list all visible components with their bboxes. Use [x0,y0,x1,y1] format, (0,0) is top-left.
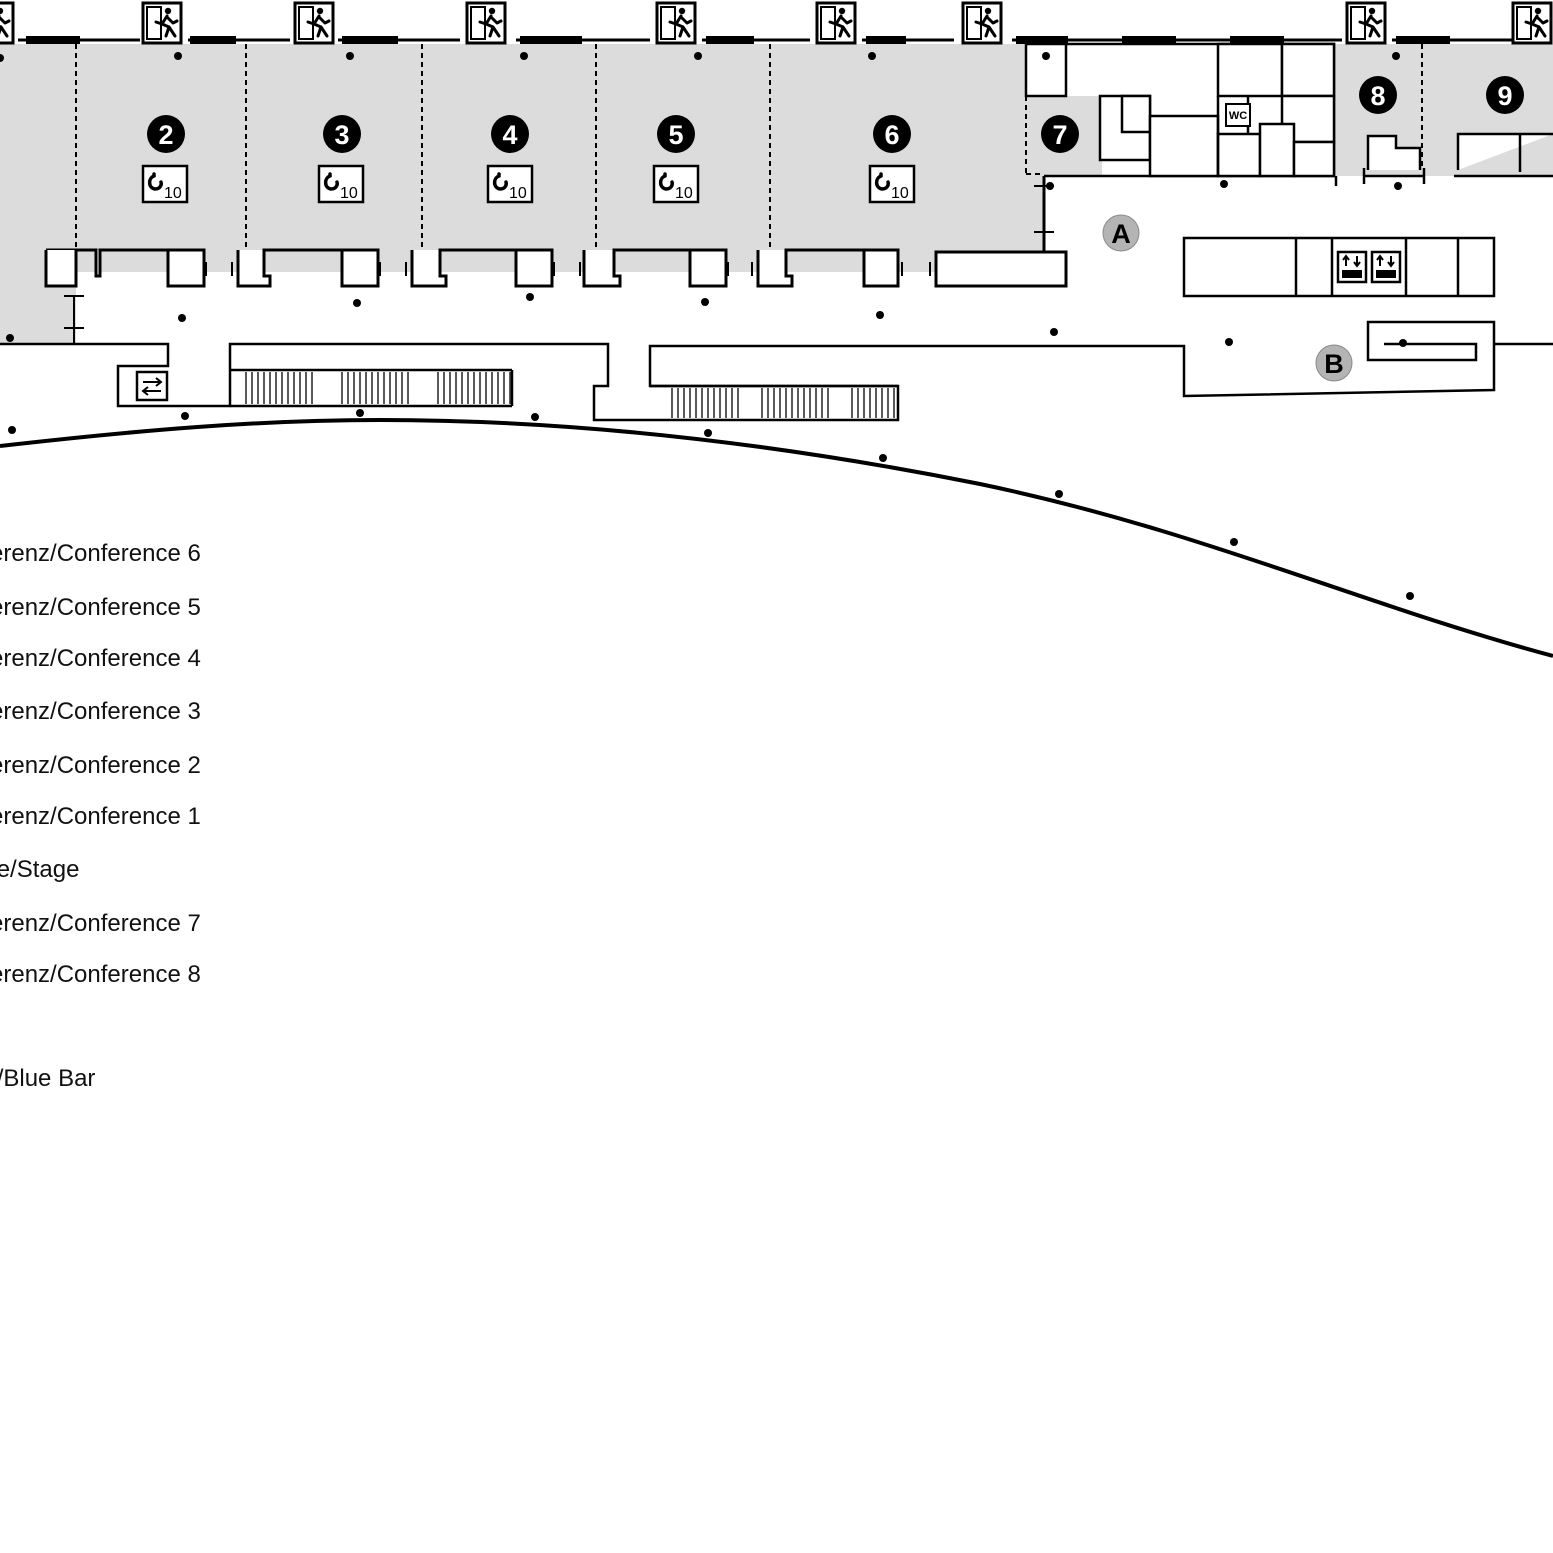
capacity-number: 10 [164,185,182,202]
room-zone-2[interactable] [76,44,246,272]
room-badge-5[interactable]: 5 [657,115,695,153]
transfer-arrows-icon[interactable] [135,370,169,402]
storage-wall [44,176,1068,288]
wc-label: WC [1229,110,1247,122]
door-ticks [64,185,1054,344]
room-badge-6[interactable]: 6 [873,115,911,153]
legend-item: nferenz/Conference 8 [0,961,201,988]
room-number: 6 [884,120,899,150]
capacity-number: 10 [340,185,358,202]
area-marker-label: A [1111,219,1131,249]
coat-hook-icon: 10 [652,164,700,204]
columns [0,52,1414,600]
room-number: 3 [334,120,349,150]
emergency-exit-icon [815,1,857,45]
room-zone-4[interactable] [422,44,596,272]
legend-item: nferenz/Conference 7 [0,910,201,937]
stair-hatch [245,372,895,418]
room-zone-5[interactable] [596,44,770,272]
room-zone-1[interactable] [0,44,76,344]
curved-facade [0,417,1553,662]
room-badge-7[interactable]: 7 [1041,115,1079,153]
room-dividers [75,44,1423,250]
service-block [1024,42,1553,186]
capacity-number: 10 [509,185,527,202]
capacity-number: 10 [675,185,693,202]
hook-icons: 10 10 10 10 10 [141,164,916,204]
coat-hook-icon: 10 [141,164,189,204]
room-badge-8[interactable]: 8 [1359,76,1397,114]
emergency-exit-icon [465,1,507,45]
room-badge-9[interactable]: 9 [1486,76,1524,114]
legend-item: ue/Blue Bar [0,1065,96,1092]
room-badges: 2 3 4 5 6 7 8 9 [147,76,1524,153]
room-number: 7 [1052,120,1067,150]
legend-item: nferenz/Conference 4 [0,645,201,672]
legend-item: nferenz/Conference 3 [0,698,201,725]
exit-icons [0,1,1553,45]
emergency-exit-icon [1511,1,1553,45]
elevator-icon[interactable] [1336,250,1368,284]
area-marker-a[interactable]: A [1102,214,1140,252]
emergency-exit-icon [141,1,183,45]
room-zone-6[interactable] [770,44,1044,272]
emergency-exit-icon [961,1,1003,45]
capacity-number: 10 [891,185,909,202]
area-marker-label: B [1324,349,1344,379]
room-number: 8 [1370,81,1385,111]
lower-counters [0,320,1553,422]
room-badge-3[interactable]: 3 [323,115,361,153]
room-number: 4 [502,120,517,150]
emergency-exit-icon [293,1,335,45]
area-marker-b[interactable]: B [1315,344,1353,382]
room-number: 5 [668,120,683,150]
room-number: 9 [1497,81,1512,111]
room-number: 2 [158,120,173,150]
legend-item: nferenz/Conference 5 [0,594,201,621]
room-badge-2[interactable]: 2 [147,115,185,153]
emergency-exit-icon [0,1,15,45]
coat-hook-icon: 10 [317,164,365,204]
legend-item: nne/Stage [0,856,80,883]
wc-icon[interactable]: WC [1225,103,1251,127]
legend-item: nferenz/Conference 6 [0,540,201,567]
coat-hook-icon: 10 [868,164,916,204]
room-zone-3[interactable] [246,44,422,272]
coat-hook-icon: 10 [486,164,534,204]
legend-item: nferenz/Conference 1 [0,803,201,830]
legend-item: nferenz/Conference 2 [0,752,201,779]
emergency-exit-icon [1345,1,1387,45]
elevator-icon[interactable] [1370,250,1402,284]
emergency-exit-icon [655,1,697,45]
room-badge-4[interactable]: 4 [491,115,529,153]
